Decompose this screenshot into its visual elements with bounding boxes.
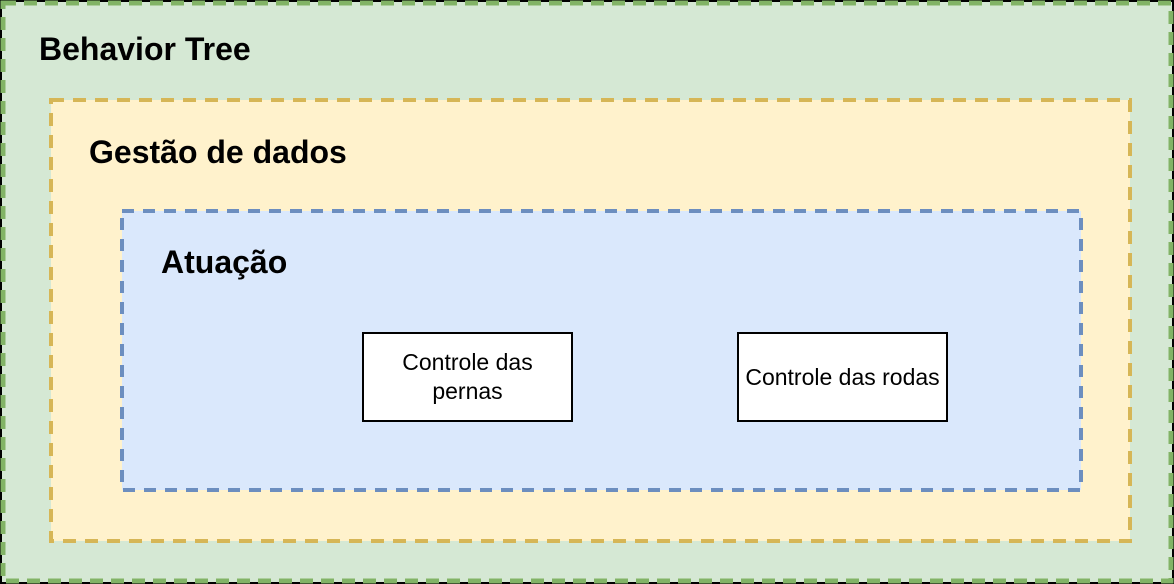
node-controle-das-pernas-label: Controle das pernas [402, 349, 533, 404]
node-controle-das-rodas-label: Controle das rodas [745, 363, 940, 390]
gestao-de-dados-label: Gestão de dados [89, 134, 347, 170]
atuacao-label: Atuação [161, 244, 288, 280]
node-controle-das-rodas: Controle das rodas [737, 332, 948, 422]
behavior-tree-label: Behavior Tree [39, 31, 251, 67]
node-controle-das-pernas: Controle das pernas [362, 332, 573, 422]
